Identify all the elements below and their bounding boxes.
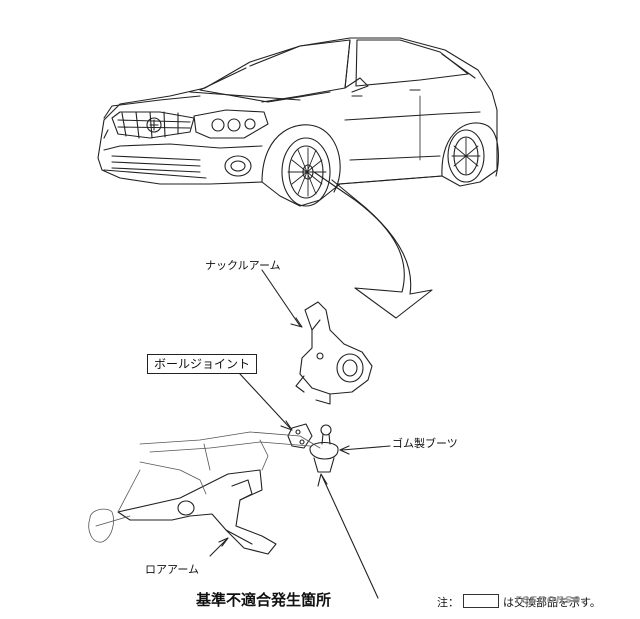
lower-arm-label: ロアアーム — [145, 563, 200, 576]
ball-joint-label: ボールジョイント — [147, 354, 258, 374]
defect-location-label: 基準不適合発生箇所 — [196, 591, 332, 609]
knuckle-arm-label: ナックルアーム — [205, 259, 281, 272]
rubber-boot-label: ゴム製ブーツ — [392, 437, 458, 450]
note-suffix: は交換部品を示す。 — [503, 596, 601, 609]
ball-joint-part — [287, 423, 339, 473]
watermark-text: response. — [515, 592, 586, 606]
car-illustration — [97, 37, 499, 207]
subframe-part — [88, 431, 321, 543]
legend-note: 注： は交換部品を示す。 — [437, 594, 601, 610]
connector-arrow — [313, 171, 433, 319]
leader-lines — [209, 269, 391, 599]
knuckle-arm-part — [295, 301, 373, 405]
lower-arm-part — [117, 469, 277, 555]
note-prefix: 注： — [437, 596, 459, 609]
watermark-logo: response. — [515, 578, 633, 614]
replacement-box-swatch — [463, 594, 499, 608]
